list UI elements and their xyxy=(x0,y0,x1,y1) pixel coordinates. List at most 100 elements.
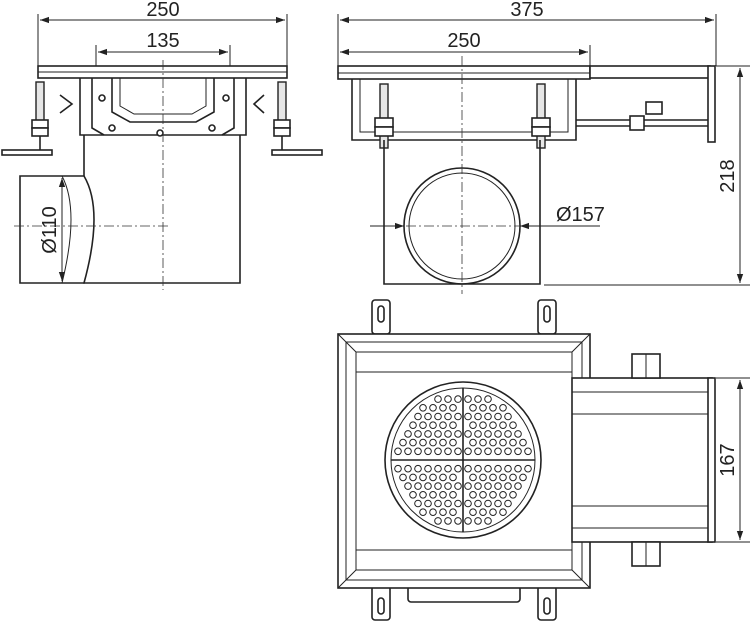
grate-hole xyxy=(499,491,507,499)
grate-hole xyxy=(469,404,477,412)
grate-hole xyxy=(484,517,492,525)
grate-hole xyxy=(449,438,457,447)
grate-hole xyxy=(509,473,517,482)
front-inner-width-label: 135 xyxy=(146,30,179,52)
grate-hole xyxy=(474,517,482,525)
grate-hole xyxy=(474,499,482,508)
grate-hole xyxy=(444,517,452,525)
grate-hole xyxy=(414,499,422,508)
grate-hole xyxy=(519,438,527,447)
grate-hole xyxy=(454,499,462,508)
grate-hole xyxy=(439,508,447,517)
grate-hole xyxy=(514,447,522,456)
grate-holes xyxy=(394,395,532,525)
grate-hole xyxy=(509,438,517,447)
grate-hole xyxy=(434,412,442,421)
grate-hole xyxy=(514,464,522,473)
grate-hole xyxy=(474,430,482,438)
grate-hole xyxy=(469,508,477,517)
grate-hole xyxy=(429,508,437,517)
grate-hole xyxy=(464,395,472,403)
grate-hole xyxy=(494,482,502,490)
plan-view: 167 xyxy=(337,299,750,621)
grate-hole xyxy=(504,464,512,473)
grate-hole xyxy=(494,499,502,508)
grate-hole xyxy=(469,438,477,447)
grate-hole xyxy=(449,491,457,499)
grate-hole xyxy=(429,438,437,447)
grate-hole xyxy=(484,499,492,508)
grate-hole xyxy=(429,421,437,430)
grate-hole xyxy=(439,438,447,447)
grate-hole xyxy=(454,517,462,525)
grate-hole xyxy=(434,499,442,508)
grate-hole xyxy=(409,491,417,499)
grate-hole xyxy=(444,395,452,403)
grate-hole xyxy=(484,482,492,490)
grate-hole xyxy=(504,499,512,508)
grate-hole xyxy=(519,473,527,482)
grate-hole xyxy=(464,447,472,456)
flange-height-label: 167 xyxy=(717,443,739,476)
grate-hole xyxy=(514,430,522,438)
grate-hole xyxy=(464,412,472,421)
grate-hole xyxy=(489,421,497,430)
grate-hole xyxy=(499,508,507,517)
grate-hole xyxy=(484,430,492,438)
grate-hole xyxy=(419,473,427,482)
grate-hole xyxy=(439,491,447,499)
grate-hole xyxy=(429,473,437,482)
grate-hole xyxy=(434,430,442,438)
grate-hole xyxy=(479,404,487,412)
side-view: 375 250 Ø157 xyxy=(337,0,750,294)
grate-hole xyxy=(429,404,437,412)
grate-hole xyxy=(444,447,452,456)
side-width-label: 375 xyxy=(510,0,543,21)
grate-hole xyxy=(419,491,427,499)
grate-hole xyxy=(409,473,417,482)
grate-hole xyxy=(454,412,462,421)
grate-hole xyxy=(464,464,472,473)
front-view: 250 135 xyxy=(1,0,323,290)
grate-hole xyxy=(439,473,447,482)
grate-hole xyxy=(404,482,412,490)
grate-hole xyxy=(499,438,507,447)
grate-hole xyxy=(479,491,487,499)
grate-hole xyxy=(409,438,417,447)
grate-hole xyxy=(489,491,497,499)
grate-hole xyxy=(449,404,457,412)
grate-hole xyxy=(419,508,427,517)
grate-hole xyxy=(474,447,482,456)
grate-hole xyxy=(464,482,472,490)
grate-hole xyxy=(504,430,512,438)
grate-hole xyxy=(494,412,502,421)
grate-hole xyxy=(489,473,497,482)
grate-hole xyxy=(474,482,482,490)
grate-hole xyxy=(464,499,472,508)
grate-hole xyxy=(469,473,477,482)
height-label: 218 xyxy=(717,159,739,192)
grate-hole xyxy=(464,517,472,525)
grate-hole xyxy=(504,447,512,456)
grate-hole xyxy=(474,412,482,421)
grate-hole xyxy=(434,517,442,525)
grate-hole xyxy=(424,447,432,456)
grate-hole xyxy=(449,508,457,517)
grate-hole xyxy=(524,447,532,456)
grate-hole xyxy=(484,464,492,473)
grate-hole xyxy=(504,412,512,421)
grate-hole xyxy=(489,508,497,517)
pipe-diameter-label: Ø157 xyxy=(556,204,605,226)
grate-hole xyxy=(464,430,472,438)
grate-hole xyxy=(494,464,502,473)
grate-hole xyxy=(439,421,447,430)
grate-hole xyxy=(499,473,507,482)
grate-hole xyxy=(449,421,457,430)
grate-hole xyxy=(489,438,497,447)
grate-hole xyxy=(414,412,422,421)
grate-hole xyxy=(454,464,462,473)
grate-hole xyxy=(424,482,432,490)
grate-hole xyxy=(404,464,412,473)
grate-hole xyxy=(474,464,482,473)
grate-hole xyxy=(479,508,487,517)
